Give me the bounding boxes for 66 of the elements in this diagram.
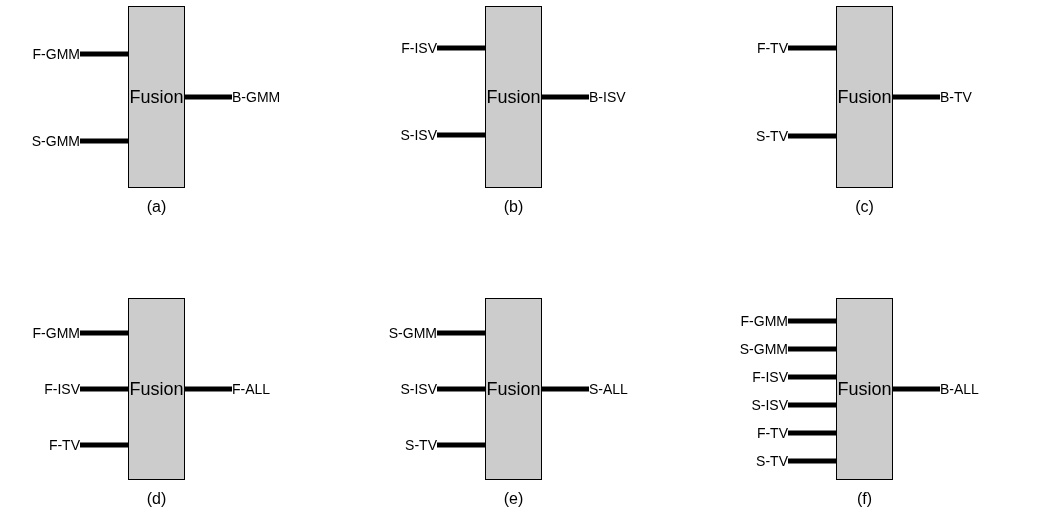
- connector-line: [788, 45, 836, 51]
- connector-line: [788, 318, 836, 324]
- panel-caption: (b): [503, 198, 524, 216]
- signal-label: S-GMM: [388, 325, 437, 341]
- box-label: Fusion: [129, 378, 184, 400]
- panel-caption: (f): [856, 490, 873, 508]
- connector-line: [437, 386, 485, 392]
- process-box: [836, 298, 893, 480]
- signal-label: S-ISV: [400, 381, 437, 397]
- signal-label: F-ALL: [232, 381, 271, 397]
- connector-line: [185, 94, 232, 100]
- signal-label: S-GMM: [31, 133, 80, 149]
- process-box: [128, 298, 185, 480]
- process-box: [485, 298, 542, 480]
- signal-label: F-TV: [756, 40, 788, 56]
- signal-label: B-ISV: [589, 89, 626, 105]
- box-label: Fusion: [837, 86, 892, 108]
- signal-label: S-ISV: [751, 397, 788, 413]
- signal-label: B-GMM: [232, 89, 281, 105]
- signal-label: F-GMM: [32, 46, 80, 62]
- box-label: Fusion: [486, 86, 541, 108]
- box-label: Fusion: [129, 86, 184, 108]
- process-box: [485, 6, 542, 188]
- signal-label: F-ISV: [401, 40, 437, 56]
- panel-caption: (d): [146, 490, 167, 508]
- connector-line: [788, 430, 836, 436]
- connector-line: [185, 386, 232, 392]
- connector-line: [437, 442, 485, 448]
- signal-label: S-GMM: [739, 341, 788, 357]
- process-box: [836, 6, 893, 188]
- connector-line: [788, 458, 836, 464]
- connector-line: [788, 402, 836, 408]
- signal-label: S-ISV: [400, 127, 437, 143]
- connector-line: [542, 94, 589, 100]
- connector-line: [893, 94, 940, 100]
- connector-line: [80, 442, 128, 448]
- connector-line: [80, 51, 128, 57]
- signal-label: S-TV: [756, 453, 788, 469]
- connector-line: [788, 346, 836, 352]
- connector-line: [80, 138, 128, 144]
- connector-line: [80, 386, 128, 392]
- connector-line: [542, 386, 589, 392]
- signal-label: F-GMM: [32, 325, 80, 341]
- signal-label: B-TV: [940, 89, 972, 105]
- signal-label: F-ISV: [44, 381, 80, 397]
- signal-label: S-TV: [405, 437, 437, 453]
- process-box: [128, 6, 185, 188]
- box-label: Fusion: [486, 378, 541, 400]
- connector-line: [893, 386, 940, 392]
- panel-caption: (e): [503, 490, 524, 508]
- signal-label: F-TV: [48, 437, 80, 453]
- signal-label: S-TV: [756, 128, 788, 144]
- signal-label: F-TV: [756, 425, 788, 441]
- connector-line: [788, 133, 836, 139]
- connector-line: [80, 330, 128, 336]
- connector-line: [437, 132, 485, 138]
- signal-label: F-GMM: [740, 313, 788, 329]
- panel-caption: (c): [855, 198, 874, 216]
- box-label: Fusion: [837, 378, 892, 400]
- connector-line: [788, 374, 836, 380]
- signal-label: S-ALL: [589, 381, 628, 397]
- signal-label: F-ISV: [752, 369, 788, 385]
- connector-line: [437, 330, 485, 336]
- signal-label: B-ALL: [940, 381, 979, 397]
- connector-line: [437, 45, 485, 51]
- panel-caption: (a): [146, 198, 167, 216]
